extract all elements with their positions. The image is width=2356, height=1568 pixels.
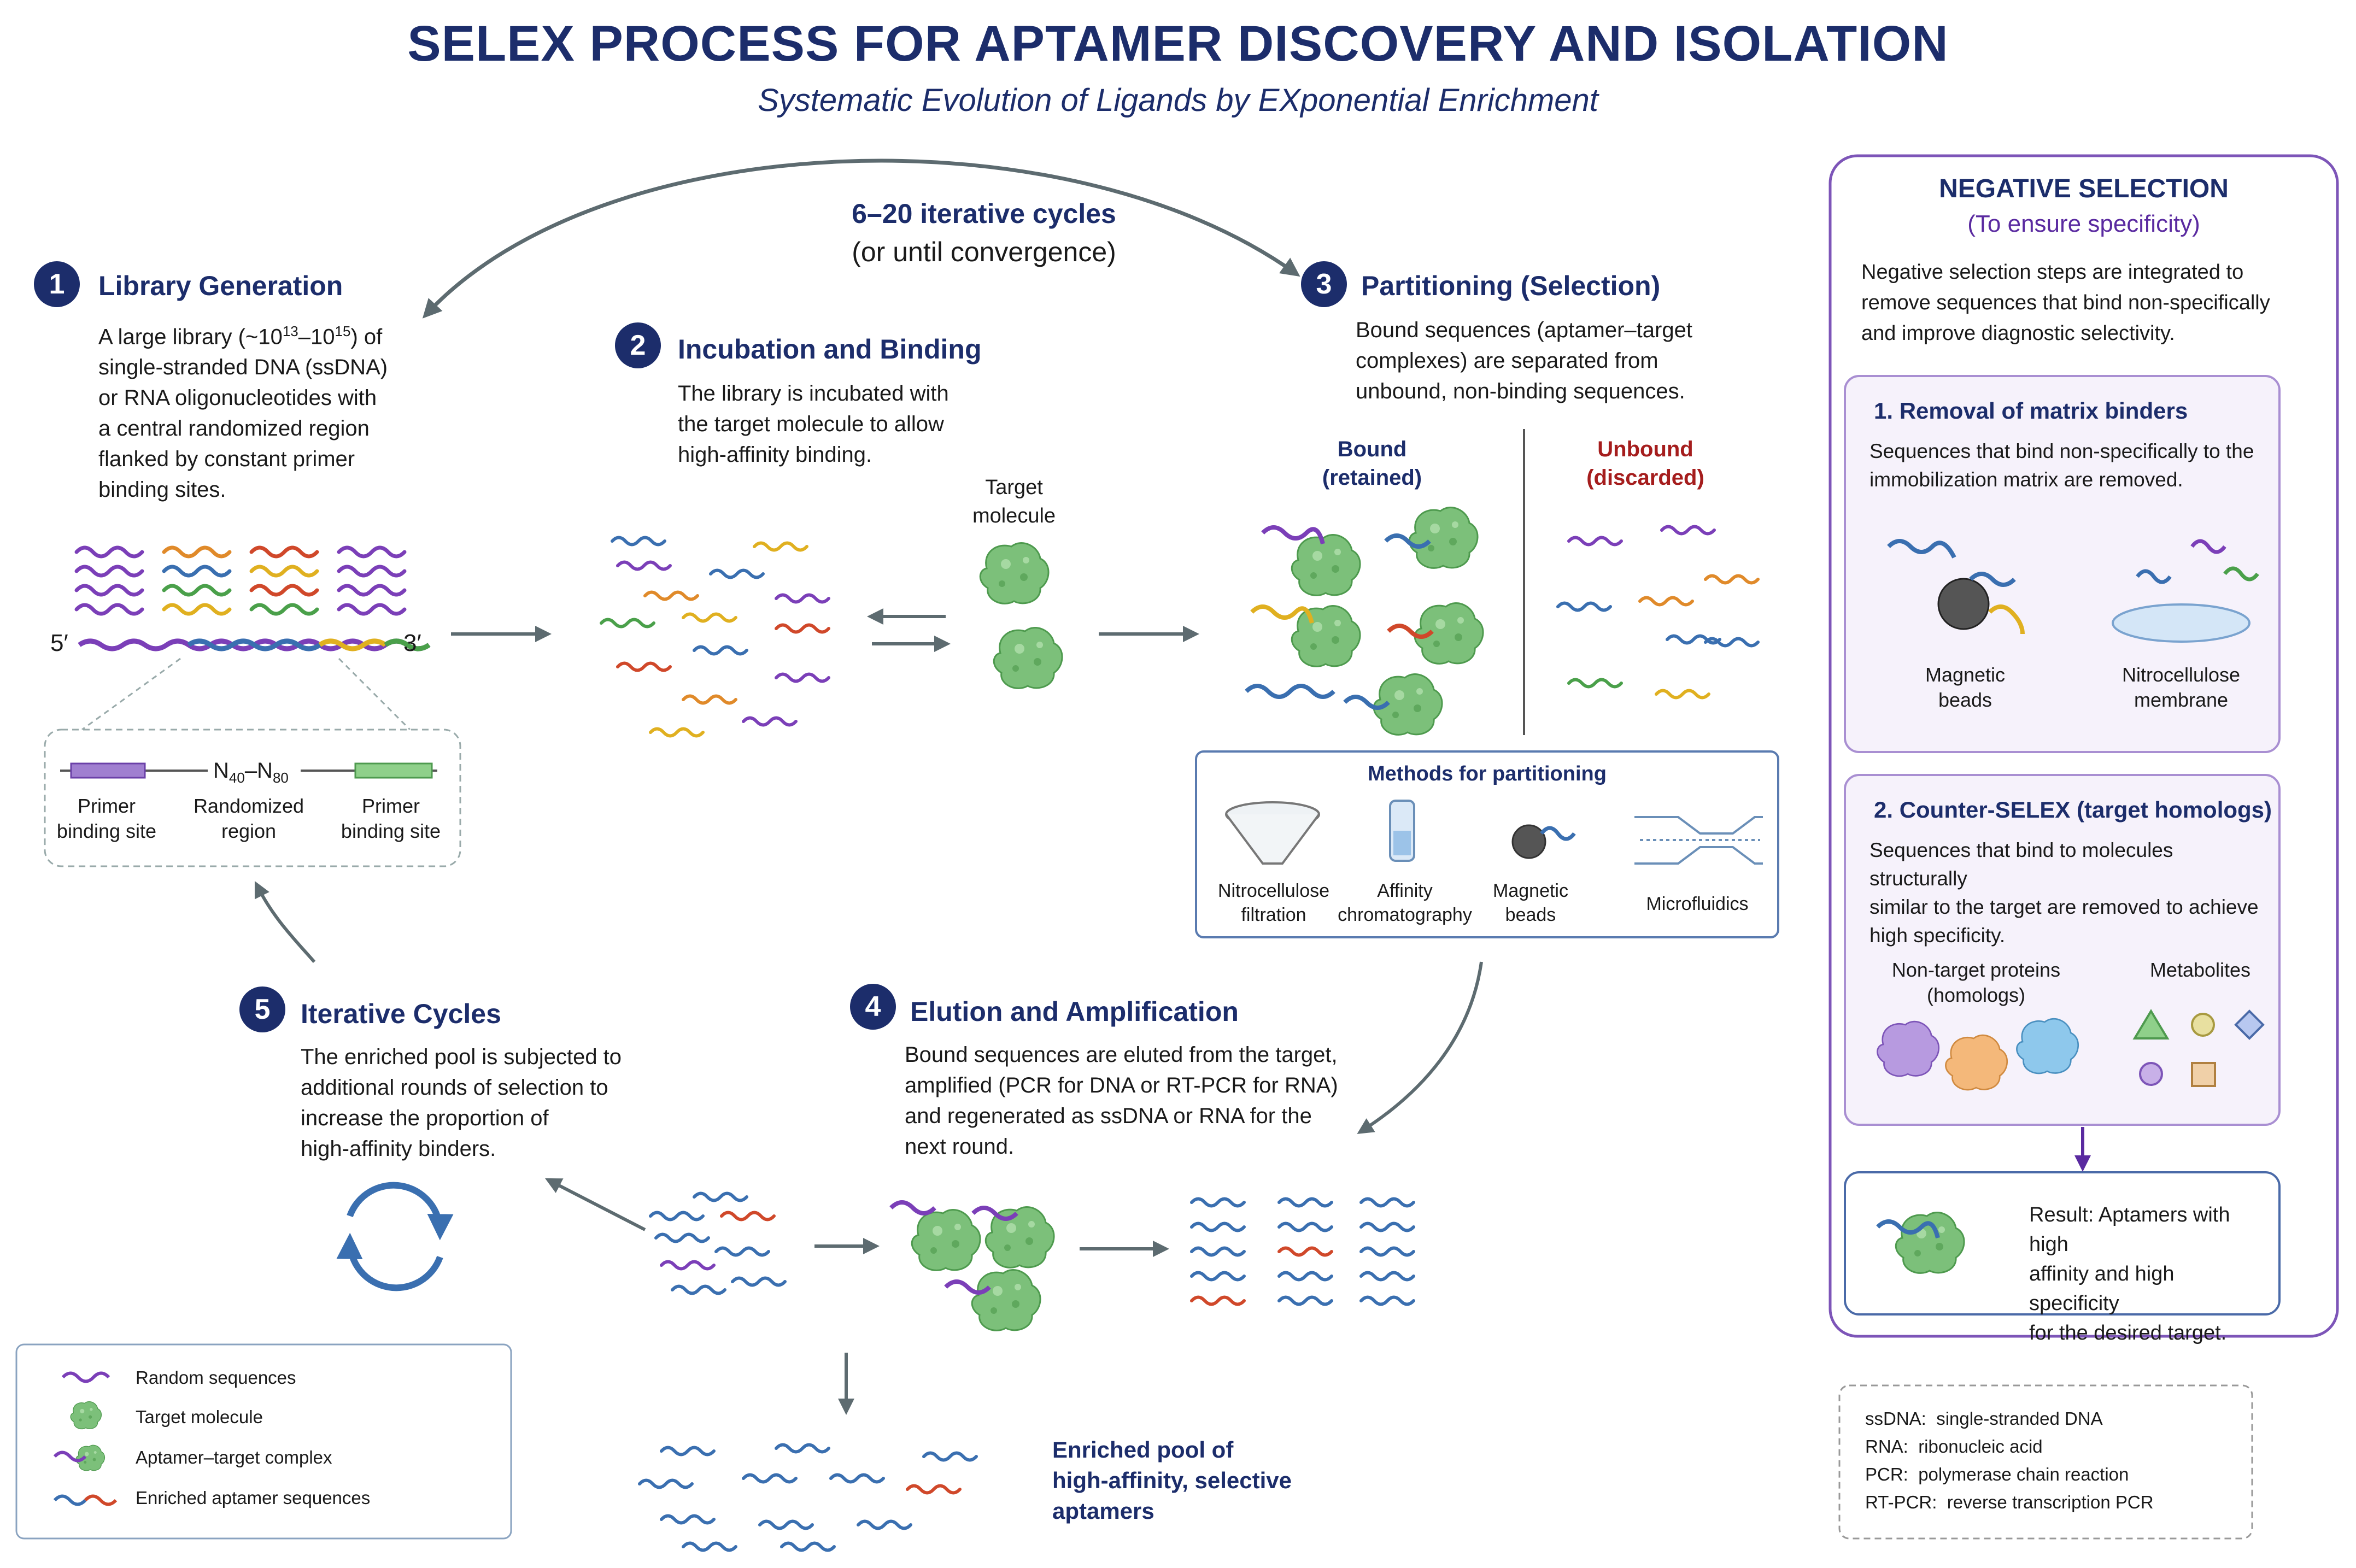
counter-selex-title: 2. Counter-SELEX (target homologs): [1874, 797, 2272, 823]
legend-random: Random sequences: [136, 1367, 296, 1388]
negative-selection-subtitle: (To ensure specificity): [1967, 210, 2200, 237]
step-4-badge: 4: [850, 984, 896, 1030]
abbreviation-list: ssDNA: single-stranded DNA RNA: ribonucl…: [1865, 1408, 2154, 1512]
step-5-badge: 5: [239, 986, 285, 1032]
cycle-arc: [422, 158, 1300, 319]
legend-box: [15, 1343, 512, 1540]
n40-n80-label: N40–N80: [213, 759, 289, 786]
step-2-badge: 2: [615, 322, 661, 368]
metabolites-icon: [2132, 1009, 2265, 1087]
abbreviation-box: [1838, 1384, 2253, 1540]
result-complex-icon: [1876, 1212, 1965, 1274]
step-3-badge: 3: [1301, 261, 1347, 307]
page-subtitle: Systematic Evolution of Ligands by EXpon…: [758, 83, 1598, 118]
removal-title: 1. Removal of matrix binders: [1874, 398, 2188, 424]
bound-complexes: [1245, 507, 1484, 736]
library-sequences: [77, 548, 405, 614]
homolog-proteins-icon: [1877, 1018, 2079, 1091]
legend-complex: Aptamer–target complex: [136, 1447, 332, 1467]
incubation-sequences: [601, 538, 829, 736]
enriched-pool-sequences: [640, 1445, 976, 1551]
cycle-convergence: (or until convergence): [852, 237, 1116, 267]
counter-selex-body: Sequences that bind to molecules structu…: [1869, 839, 2259, 947]
page-title: SELEX PROCESS FOR APTAMER DISCOVERY AND …: [407, 16, 1949, 72]
library-strand: [78, 638, 431, 651]
negative-selection-intro: Negative selection steps are integrated …: [1861, 261, 2270, 345]
removal-body: Sequences that bind non-specifically to …: [1869, 440, 2254, 491]
arrow-3-4: [1357, 961, 1483, 1134]
funnel-icon: [1225, 801, 1320, 865]
three-prime-label: 3′: [403, 630, 421, 656]
legend-target: Target molecule: [136, 1407, 263, 1427]
step-5-title: Iterative Cycles: [301, 999, 501, 1029]
legend-enriched: Enriched aptamer sequences: [136, 1488, 371, 1508]
membrane-icon: [2112, 539, 2259, 643]
method-microfluidics-label: Microfluidics: [1646, 894, 1749, 914]
magnetic-bead-neg-icon: [1887, 539, 2025, 635]
arrow-4-5: [544, 1178, 646, 1231]
homologs-label: Non-target proteins(homologs): [1891, 959, 2061, 1006]
negative-selection-title: NEGATIVE SELECTION: [1939, 174, 2229, 203]
microfluidic-chip-icon: [1634, 816, 1763, 865]
step-1-title: Library Generation: [98, 271, 343, 301]
five-prime-label: 5′: [50, 630, 68, 656]
step-2-title: Incubation and Binding: [678, 334, 982, 365]
cycle-count: 6–20 iterative cycles: [852, 198, 1116, 229]
unbound-label: Unbound(discarded): [1586, 437, 1704, 490]
magnetic-bead-icon: [1511, 824, 1576, 859]
elution-sequences: [650, 1194, 785, 1294]
target-blob: [979, 542, 1050, 604]
amplified-sequences: [1192, 1199, 1414, 1305]
methods-box: [1195, 750, 1779, 938]
step-3-title: Partitioning (Selection): [1361, 271, 1661, 301]
methods-title: Methods for partitioning: [1368, 762, 1607, 785]
step-4-body: Bound sequences are eluted from the targ…: [905, 1043, 1338, 1159]
step-1-body: A large library (~1013–1015) of single-s…: [98, 323, 388, 502]
step-1-badge: 1: [34, 261, 80, 307]
column-icon: [1389, 800, 1415, 862]
unbound-sequences: [1558, 527, 1758, 698]
step-4-title: Elution and Amplification: [910, 996, 1239, 1027]
cycle-icon: [336, 1182, 454, 1291]
bound-label: Bound(retained): [1322, 437, 1422, 490]
metabolites-label: Metabolites: [2149, 959, 2251, 981]
arrow-5-1: [254, 880, 316, 963]
